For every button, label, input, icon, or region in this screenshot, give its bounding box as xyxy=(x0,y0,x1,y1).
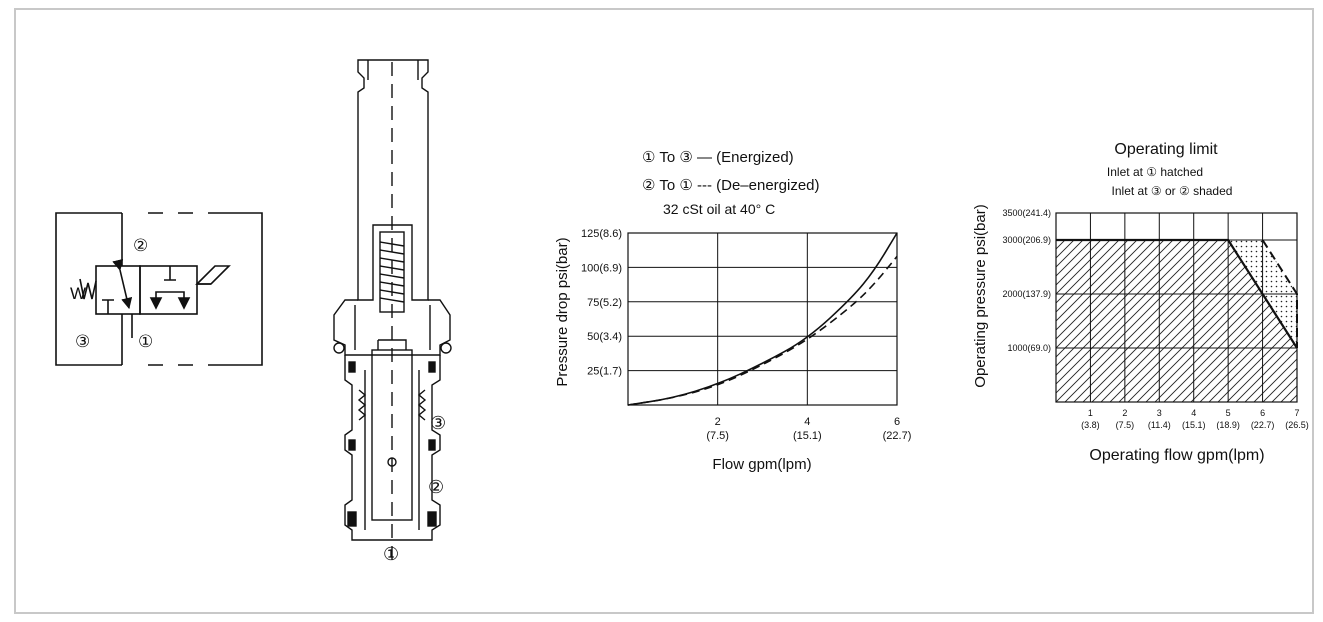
spring-label: W xyxy=(70,284,86,303)
chart2-y-tick-label: 3500(241.4) xyxy=(1002,208,1051,218)
chart1-y-tick-label: 25(1.7) xyxy=(587,366,622,378)
chart1-y-tick-label: 125(8.6) xyxy=(581,228,622,240)
chart2-x-tick-label: 6 xyxy=(1260,408,1265,418)
chart1-series-deenergized xyxy=(627,255,898,406)
chart1-x-tick-label: 2 xyxy=(715,416,721,428)
chart1-x-tick-label: 6 xyxy=(894,416,900,428)
symbol-enclosure xyxy=(55,212,263,366)
chart2-x-ticks: 1 (3.8) 2 (7.5) 3 (11.4) 4 (15.1) 5 (18.9) 6 (22.7)… xyxy=(1081,408,1309,430)
chart1-oil-note: 32 cSt oil at 40° C xyxy=(663,201,775,217)
chart1-legend-energized: ① To ③ — (Energized) xyxy=(642,149,794,166)
chart1-x-tick-sublabel: (7.5) xyxy=(706,430,729,442)
chart2-y-tick-label: 1000(69.0) xyxy=(1007,343,1051,353)
chart1-x-tick-label: 4 xyxy=(804,416,810,428)
chart2-x-tick-label: 5 xyxy=(1226,408,1231,418)
chart1-x-tick-sublabel: (22.7) xyxy=(883,430,912,442)
chart2-subtitle-shaded: Inlet at ③ or ② shaded xyxy=(1112,184,1233,198)
spring-symbol xyxy=(79,278,97,300)
hydraulic-symbol xyxy=(55,212,263,366)
symbol-port-2-label: ② xyxy=(133,236,148,255)
page-frame xyxy=(14,8,1314,614)
chart2-x-tick-label: 4 xyxy=(1191,408,1196,418)
pressure-drop-chart: ① To ③ — (Energized) ② To ① --- (De–ener… xyxy=(554,149,911,473)
solenoid-symbol xyxy=(195,265,231,285)
chart2-x-tick-sublabel: (7.5) xyxy=(1116,420,1135,430)
cartridge-port-3-label: ③ xyxy=(430,413,446,433)
chart2-y-ticks: 1000(69.0) 2000(137.9) 3000(206.9) 3500(241… xyxy=(1002,208,1051,353)
chart2-y-tick-label: 2000(137.9) xyxy=(1002,289,1051,299)
chart2-subtitle-hatched: Inlet at ① hatched xyxy=(1107,165,1203,179)
operating-limit-chart: Operating limit Inlet at ① hatched Inlet… xyxy=(972,141,1309,464)
chart1-x-tick-sublabel: (15.1) xyxy=(793,430,822,442)
chart2-x-tick-sublabel: (3.8) xyxy=(1081,420,1100,430)
chart1-series-energized xyxy=(627,232,898,406)
chart2-x-axis-label: Operating flow gpm(lpm) xyxy=(1089,447,1264,464)
chart1-legend-deenergized: ② To ① --- (De–energized) xyxy=(642,177,820,194)
cartridge-section xyxy=(333,59,452,560)
chart2-title: Operating limit xyxy=(1114,141,1218,158)
chart2-hatched-region xyxy=(1056,240,1297,402)
cartridge-port-2-label: ② xyxy=(428,477,444,497)
chart1-y-tick-label: 100(6.9) xyxy=(581,262,622,274)
chart2-x-tick-label: 3 xyxy=(1157,408,1162,418)
chart2-x-tick-sublabel: (15.1) xyxy=(1182,420,1206,430)
chart2-x-tick-sublabel: (26.5) xyxy=(1285,420,1309,430)
chart1-series xyxy=(627,232,898,406)
chart1-y-ticks: 25(1.7) 50(3.4) 75(5.2) 100(6.9) 125(8.6) xyxy=(581,228,622,378)
chart2-x-tick-label: 7 xyxy=(1294,408,1299,418)
valve-envelope-right xyxy=(139,265,198,315)
chart2-x-tick-label: 1 xyxy=(1088,408,1093,418)
chart2-x-tick-sublabel: (22.7) xyxy=(1251,420,1275,430)
chart1-x-ticks: 2 (7.5) 4 (15.1) 6 (22.7) xyxy=(706,416,911,442)
chart2-x-tick-sublabel: (11.4) xyxy=(1148,420,1171,430)
chart1-y-axis-label: Pressure drop psi(bar) xyxy=(554,237,571,386)
chart2-regions xyxy=(1056,238,1298,402)
symbol-port-1-label: ① xyxy=(138,332,153,351)
chart2-x-tick-sublabel: (18.9) xyxy=(1216,420,1240,430)
chart1-plot-area xyxy=(627,232,898,406)
chart1-y-tick-label: 75(5.2) xyxy=(587,297,622,309)
valve-envelope-left xyxy=(95,265,141,315)
chart2-x-tick-label: 2 xyxy=(1122,408,1127,418)
chart1-y-tick-label: 50(3.4) xyxy=(587,331,622,343)
chart1-x-axis-label: Flow gpm(lpm) xyxy=(712,456,811,473)
chart2-plot-area xyxy=(1055,212,1298,403)
chart2-y-tick-label: 3000(206.9) xyxy=(1002,235,1051,245)
chart1-gridlines xyxy=(628,232,898,405)
cartridge-port-1-label: ① xyxy=(383,544,399,564)
chart2-y-axis-label: Operating pressure psi(bar) xyxy=(972,204,989,387)
symbol-port-3-label: ③ xyxy=(75,332,90,351)
